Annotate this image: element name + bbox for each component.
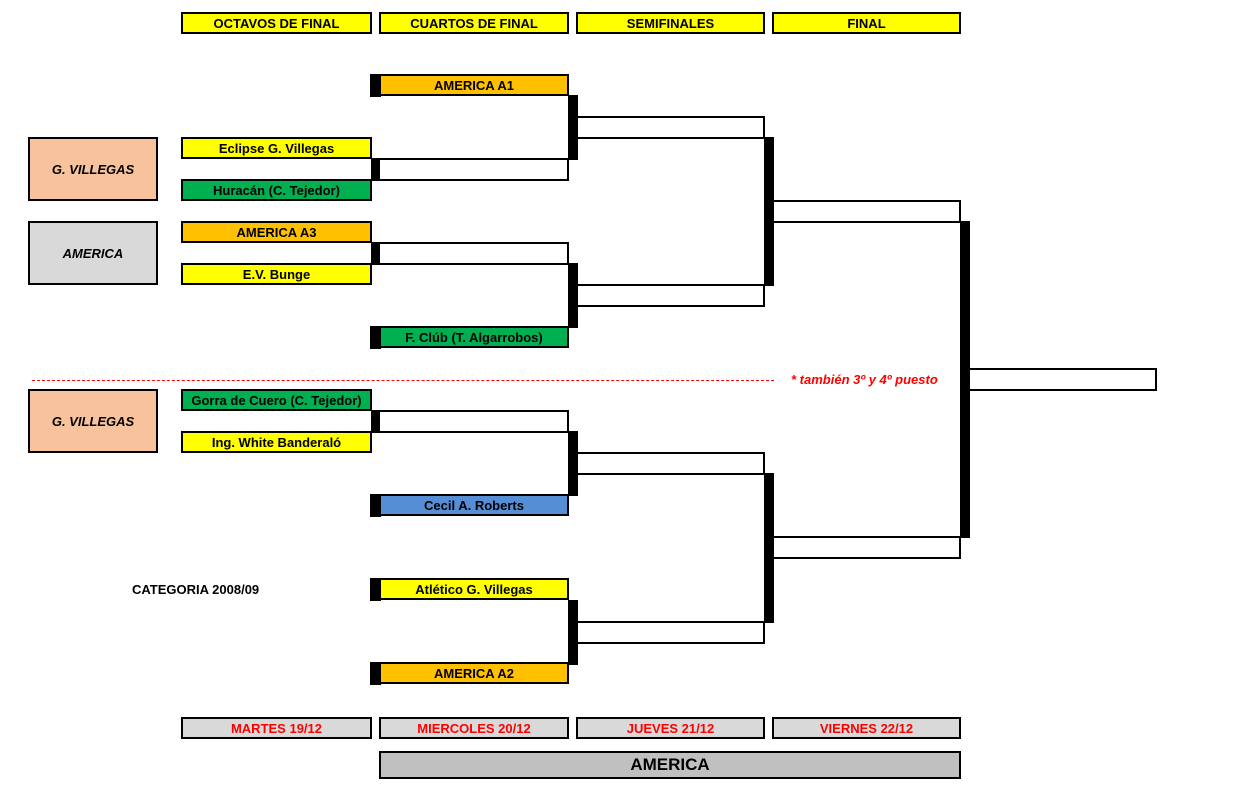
cuartos-line-2 [578, 284, 765, 307]
cuartos-connector-4 [568, 600, 578, 665]
team-ing-white-banderalo: Ing. White Banderaló [181, 431, 372, 453]
seed-marker-1 [370, 74, 381, 97]
team-huracan-c-tejedor: Huracán (C. Tejedor) [181, 179, 372, 201]
octavos-connector-1 [371, 158, 380, 181]
semis-line-2 [774, 536, 961, 559]
team-america-a1: AMERICA A1 [379, 74, 569, 96]
team-gorra-de-cuero: Gorra de Cuero (C. Tejedor) [181, 389, 372, 411]
octavos-connector-2 [371, 242, 380, 265]
cuartos-connector-2 [568, 263, 578, 328]
octavos-line-1 [380, 158, 569, 181]
divider-line [32, 380, 774, 381]
seed-marker-3 [370, 494, 381, 517]
champion-line [970, 368, 1157, 391]
cuartos-connector-1 [568, 95, 578, 160]
header-final: FINAL [772, 12, 961, 34]
seed-marker-4 [370, 578, 381, 601]
team-atletico-g-villegas: Atlético G. Villegas [379, 578, 569, 600]
cuartos-line-4 [578, 621, 765, 644]
date-miercoles: MIERCOLES 20/12 [379, 717, 569, 739]
date-viernes: VIERNES 22/12 [772, 717, 961, 739]
final-connector [960, 221, 970, 538]
seed-marker-5 [370, 662, 381, 685]
team-ev-bunge: E.V. Bunge [181, 263, 372, 285]
date-martes: MARTES 19/12 [181, 717, 372, 739]
octavos-line-2 [380, 242, 569, 265]
cuartos-line-3 [578, 452, 765, 475]
team-america-a2: AMERICA A2 [379, 662, 569, 684]
semis-connector-1 [764, 137, 774, 286]
header-octavos: OCTAVOS DE FINAL [181, 12, 372, 34]
header-semifinales: SEMIFINALES [576, 12, 765, 34]
seed-marker-2 [370, 326, 381, 349]
octavos-connector-3 [371, 410, 380, 433]
cuartos-connector-3 [568, 431, 578, 496]
octavos-line-3 [380, 410, 569, 433]
semis-line-1 [774, 200, 961, 223]
third-place-note: * también 3º y 4º puesto [791, 372, 938, 387]
category-label: CATEGORIA 2008/09 [132, 582, 260, 597]
venue-america: AMERICA [28, 221, 158, 285]
venue-g-villegas-1: G. VILLEGAS [28, 137, 158, 201]
cuartos-line-1 [578, 116, 765, 139]
team-eclipse-g-villegas: Eclipse G. Villegas [181, 137, 372, 159]
venue-g-villegas-2: G. VILLEGAS [28, 389, 158, 453]
date-jueves: JUEVES 21/12 [576, 717, 765, 739]
team-f-club-t-algarrobos: F. Clúb (T. Algarrobos) [379, 326, 569, 348]
footer-venue: AMERICA [379, 751, 961, 779]
semis-connector-2 [764, 473, 774, 623]
team-america-a3: AMERICA A3 [181, 221, 372, 243]
header-cuartos: CUARTOS DE FINAL [379, 12, 569, 34]
team-cecil-a-roberts: Cecil A. Roberts [379, 494, 569, 516]
